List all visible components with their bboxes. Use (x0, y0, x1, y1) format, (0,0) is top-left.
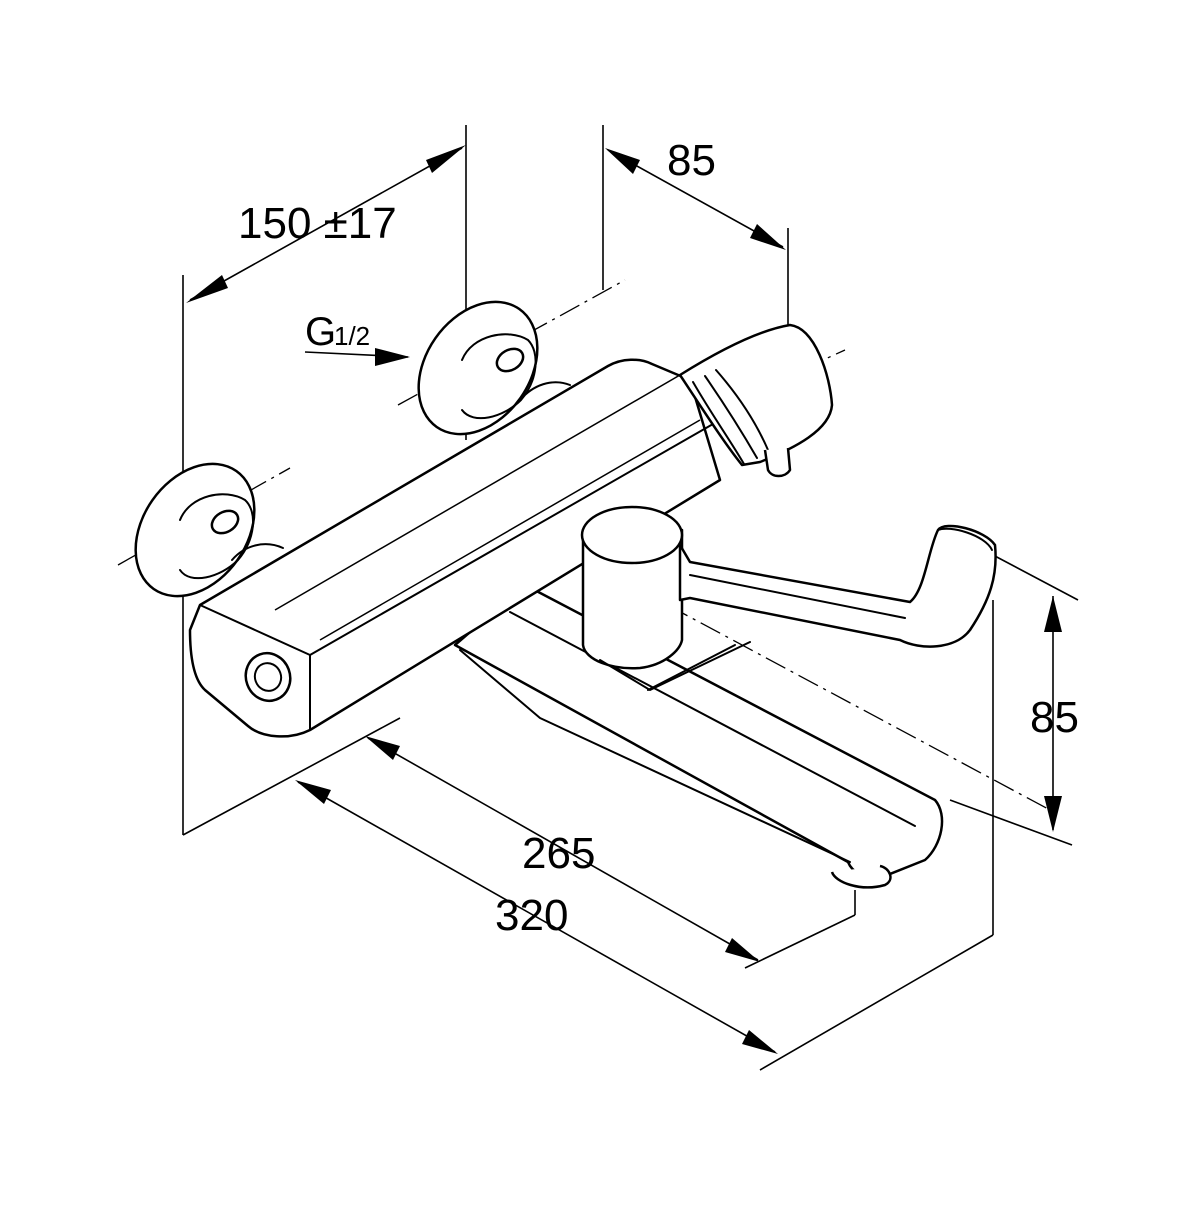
dim-thread-size: G 1/2 (304, 310, 410, 366)
right-wall-rosette (417, 300, 571, 436)
spout-height-label: 85 (1030, 693, 1079, 742)
inlet-spacing-label: 150 ±17 (238, 199, 397, 248)
spout-reach-label: 265 (522, 829, 595, 878)
overall-length-label: 320 (495, 891, 568, 940)
temperature-knob (678, 323, 834, 478)
left-wall-rosette (134, 462, 284, 598)
dim-inlet-spacing: 150 ±17 (186, 145, 466, 303)
lever-handle (580, 505, 997, 691)
dim-spout-reach: 265 (365, 736, 760, 962)
dim-overall-length: 320 (295, 780, 778, 1054)
mixer-body (188, 358, 722, 738)
thread-label-fraction: 1/2 (334, 321, 370, 351)
handle-offset-label: 85 (667, 136, 716, 185)
spout (453, 583, 944, 889)
dim-spout-height: 85 (1030, 596, 1079, 832)
dim-handle-offset: 85 (605, 136, 786, 250)
faucet (134, 300, 997, 889)
thread-label-main: G (305, 310, 336, 354)
